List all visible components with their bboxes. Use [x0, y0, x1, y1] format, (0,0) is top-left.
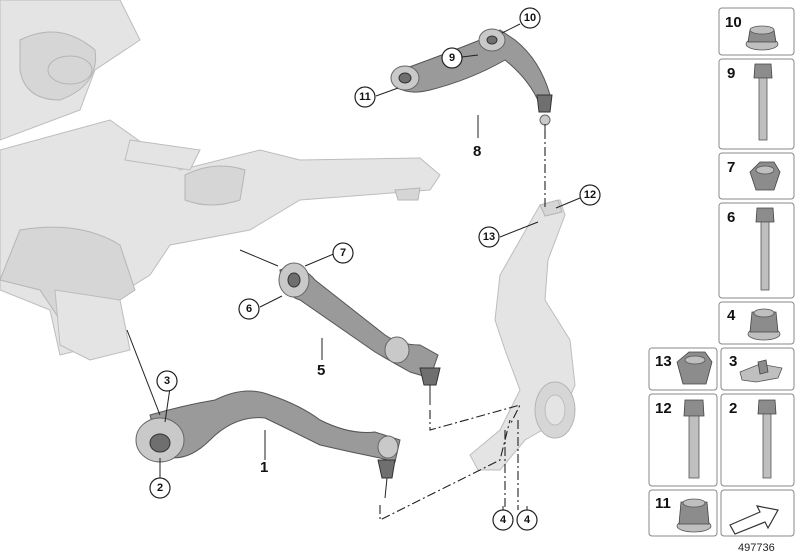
part-cell-11: 11 [648, 489, 718, 537]
svg-text:11: 11 [359, 91, 371, 103]
svg-text:10: 10 [725, 14, 742, 31]
part-cell-12: 12 [648, 393, 718, 487]
direction-arrow-icon [729, 505, 779, 535]
bolt-icon [757, 399, 777, 479]
lower-control-arm [135, 390, 401, 499]
parts-panel: 10 9 7 6 [648, 7, 795, 537]
svg-text:4: 4 [524, 514, 531, 526]
svg-text:13: 13 [655, 353, 672, 370]
flange-nut-icon [747, 308, 781, 341]
flange-nut-icon [745, 25, 779, 51]
bolt-icon [753, 63, 773, 141]
bolt-icon [755, 207, 775, 291]
svg-text:3: 3 [164, 375, 170, 387]
document-id: 497736 [738, 542, 775, 554]
subframe-illustration [0, 0, 441, 361]
svg-text:12: 12 [655, 400, 672, 417]
label-8: 8 [473, 143, 481, 160]
part-cell-4: 4 [718, 301, 795, 345]
callout-11: 11 [354, 86, 376, 108]
part-cell-arrow [720, 489, 795, 537]
hex-nut-icon [676, 351, 713, 385]
svg-text:4: 4 [500, 514, 507, 526]
svg-text:3: 3 [729, 353, 737, 370]
svg-text:2: 2 [729, 400, 737, 417]
svg-text:9: 9 [727, 65, 735, 82]
label-5: 5 [317, 362, 325, 379]
callout-13: 13 [478, 226, 500, 248]
svg-text:6: 6 [246, 303, 252, 315]
part-cell-13: 13 [648, 347, 718, 391]
callout-7: 7 [332, 242, 354, 264]
part-cell-3: 3 [720, 347, 795, 391]
svg-text:11: 11 [655, 495, 671, 512]
svg-text:7: 7 [727, 159, 735, 176]
callout-4-right: 4 [516, 509, 538, 531]
callout-3: 3 [156, 370, 178, 392]
callout-12: 12 [579, 184, 601, 206]
tension-strut [278, 262, 441, 405]
part-cell-7: 7 [718, 152, 795, 200]
svg-text:7: 7 [340, 247, 346, 259]
part-cell-6: 6 [718, 202, 795, 299]
bracket-clip-icon [739, 359, 783, 383]
svg-text:9: 9 [449, 52, 455, 64]
part-cell-2: 2 [720, 393, 795, 487]
svg-text:13: 13 [483, 231, 495, 243]
label-1: 1 [260, 459, 268, 476]
flange-nut-icon [676, 498, 712, 533]
svg-text:10: 10 [524, 12, 536, 24]
callout-10: 10 [519, 7, 541, 29]
svg-text:4: 4 [727, 307, 736, 324]
callout-2: 2 [149, 477, 171, 499]
bolt-icon [683, 399, 705, 479]
upper-wishbone [390, 28, 553, 130]
callout-4-left: 4 [492, 509, 514, 531]
callout-6: 6 [238, 298, 260, 320]
svg-text:12: 12 [584, 189, 596, 201]
hex-nut-icon [749, 161, 781, 191]
svg-text:6: 6 [727, 209, 735, 226]
part-cell-10: 10 [718, 7, 795, 56]
leader-lines [126, 23, 581, 510]
callout-9: 9 [441, 47, 463, 69]
part-cell-9: 9 [718, 58, 795, 150]
assembly-lines [379, 130, 546, 521]
svg-text:2: 2 [157, 482, 163, 494]
steering-knuckle-illustration [469, 199, 576, 471]
